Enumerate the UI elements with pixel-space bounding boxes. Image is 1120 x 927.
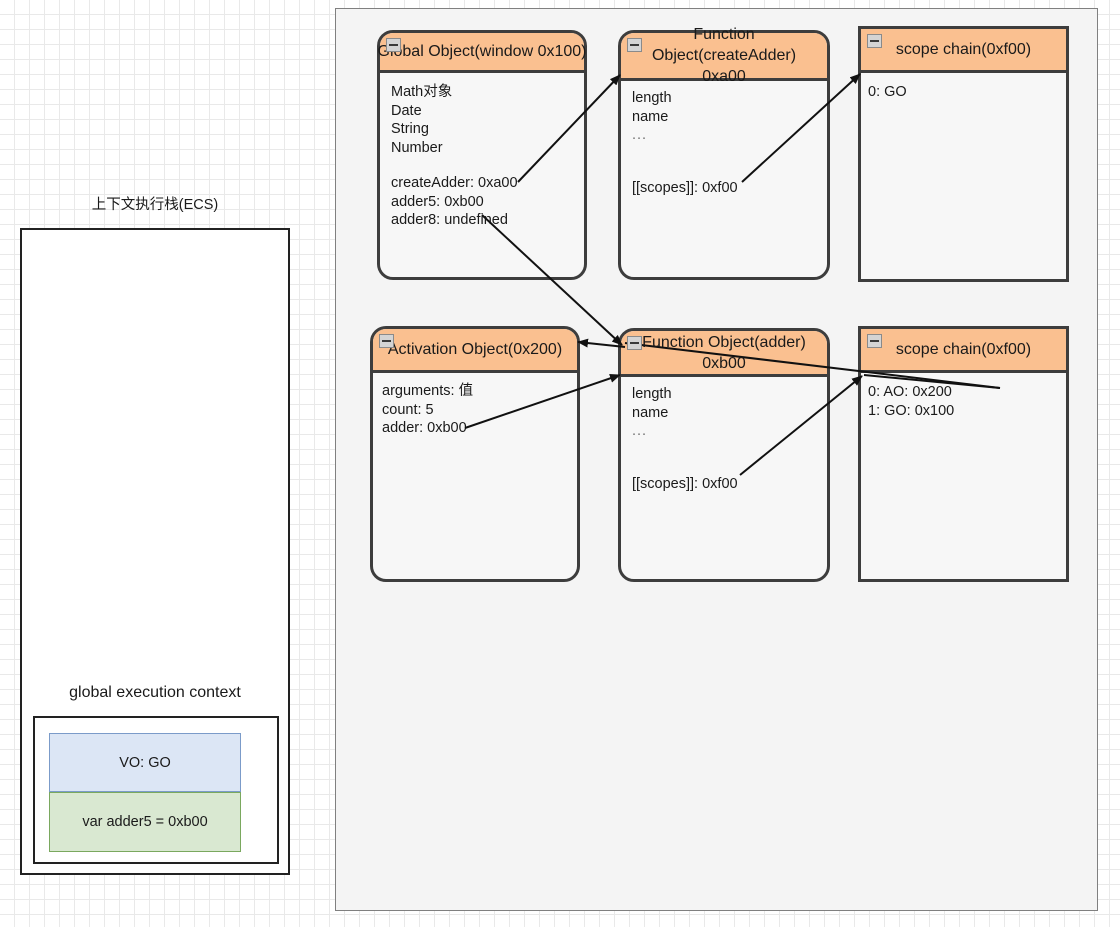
card-header-scope-chain-top[interactable]: scope chain(0xf00) — [861, 29, 1066, 73]
ecs-title: 上下文执行栈(ECS) — [91, 197, 219, 213]
spacer — [632, 441, 827, 458]
collapse-minus-icon[interactable] — [627, 38, 642, 52]
card-title-line1: Function Object(createAdder) — [651, 26, 797, 64]
collapse-minus-icon[interactable] — [379, 334, 394, 348]
list-item: createAdder: 0xa00 — [391, 175, 518, 191]
card-header-scope-chain-bottom[interactable]: scope chain(0xf00) — [861, 329, 1066, 373]
global-execution-context-label: global execution context — [69, 684, 241, 701]
card-body-scope-chain-top: 0: GO — [861, 73, 1066, 102]
collapse-minus-icon[interactable] — [867, 34, 882, 48]
vo-go-row[interactable]: VO: GO — [49, 733, 241, 792]
spacer — [632, 162, 827, 179]
list-item: Math对象 — [391, 84, 453, 100]
collapse-minus-icon[interactable] — [867, 334, 882, 348]
list-item: Number — [391, 139, 443, 156]
card-title-line2: 0xa00 — [702, 68, 746, 85]
card-body-activation-object: arguments: 值 count: 5 adder: 0xb00 — [373, 373, 577, 438]
collapse-minus-icon[interactable] — [627, 336, 642, 350]
list-item: String — [391, 121, 429, 137]
card-title-function-object-adder: Function Object(adder) 0xb00 — [642, 332, 806, 374]
list-item: Date — [391, 102, 422, 119]
card-header-activation-object[interactable]: Activation Object(0x200) — [373, 329, 577, 373]
card-title-line2: 0xb00 — [702, 354, 746, 372]
list-item: adder8: undefined — [391, 212, 508, 228]
card-function-object-createadder[interactable]: Function Object(createAdder) 0xa00 lengt… — [618, 26, 830, 280]
card-body-function-object-adder: length name ... [[scopes]]: 0xf00 — [621, 377, 827, 493]
card-title-scope-chain-bottom: scope chain(0xf00) — [895, 341, 1032, 358]
list-item: 1: GO: 0x100 — [868, 402, 955, 419]
card-title-function-object-createadder: Function Object(createAdder) 0xa00 — [621, 24, 827, 87]
card-header-function-object-adder[interactable]: Function Object(adder) 0xb00 — [621, 331, 827, 377]
list-item: name — [632, 108, 669, 125]
list-item: adder5: 0xb00 — [391, 193, 484, 210]
list-item: ... — [632, 423, 648, 439]
list-item: adder: 0xb00 — [382, 420, 467, 436]
card-scope-chain-bottom[interactable]: scope chain(0xf00) 0: AO: 0x200 1: GO: 0… — [858, 326, 1069, 582]
card-title-global-object: Global Object(window 0x100) — [377, 43, 587, 60]
list-item: count: 5 — [382, 401, 434, 418]
spacer — [391, 157, 584, 174]
card-body-scope-chain-bottom: 0: AO: 0x200 1: GO: 0x100 — [861, 373, 1066, 420]
card-body-function-object-createadder: length name ... [[scopes]]: 0xf00 — [621, 81, 827, 197]
spacer — [632, 458, 827, 475]
card-header-function-object-createadder[interactable]: Function Object(createAdder) 0xa00 — [621, 26, 827, 85]
collapse-minus-icon[interactable] — [386, 38, 401, 52]
list-item: 0: AO: 0x200 — [868, 384, 952, 400]
card-scope-chain-top[interactable]: scope chain(0xf00) 0: GO — [858, 26, 1069, 282]
card-title-scope-chain-top: scope chain(0xf00) — [895, 41, 1032, 58]
card-title-line1: Function Object(adder) — [642, 333, 806, 351]
card-function-object-adder[interactable]: Function Object(adder) 0xb00 length name… — [618, 328, 830, 582]
list-item: name — [632, 404, 669, 421]
spacer — [632, 145, 827, 162]
list-item: arguments: 值 — [382, 383, 474, 399]
card-body-global-object: Math对象 Date String Number createAdder: 0… — [380, 73, 584, 230]
list-item: [[scopes]]: 0xf00 — [632, 475, 738, 492]
list-item: [[scopes]]: 0xf00 — [632, 179, 738, 196]
card-global-object[interactable]: Global Object(window 0x100) Math对象 Date … — [377, 30, 587, 280]
list-item: length — [632, 386, 672, 402]
card-title-activation-object: Activation Object(0x200) — [387, 341, 563, 358]
list-item: 0: GO — [868, 84, 907, 100]
var-adder5-row[interactable]: var adder5 = 0xb00 — [49, 792, 241, 852]
card-activation-object[interactable]: Activation Object(0x200) arguments: 值 co… — [370, 326, 580, 582]
card-header-global-object[interactable]: Global Object(window 0x100) — [377, 33, 587, 73]
list-item: ... — [632, 127, 648, 143]
list-item: length — [632, 90, 672, 106]
